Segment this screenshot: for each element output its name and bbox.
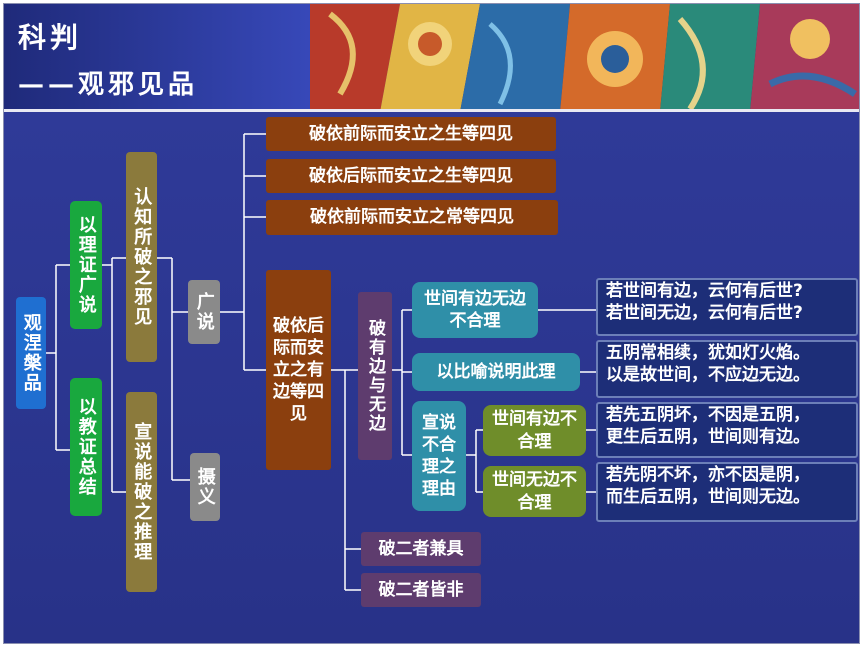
node-l5-1: 破二者兼具: [361, 532, 481, 566]
thangka-art-image: [310, 4, 859, 112]
node-l1-1: 以教证总结: [70, 378, 102, 516]
node-l3-0: 广说: [188, 280, 220, 344]
quote-box-2: 若先五阴坏，不因是五阴， 更生后五阴，世间则有边。: [596, 402, 858, 458]
node-l3-1: 摄义: [190, 453, 220, 521]
root-node: 观涅槃品: [16, 297, 46, 409]
node-l6-2: 宣说不合理之理由: [412, 401, 466, 511]
quote-line: 以是故世间，不应边无边。: [606, 365, 810, 386]
node-l6-1: 以比喻说明此理: [412, 353, 580, 391]
node-l5-0: 破有边与无边: [358, 292, 392, 460]
header-divider: [4, 109, 859, 112]
quote-line: 若先阴不坏，亦不因是阴，: [606, 465, 810, 485]
node-l4-3: 破依后际而安立之有边等四见: [266, 270, 331, 470]
quote-line: 若世间无边，云何有后世?: [606, 303, 803, 324]
node-l2-0: 认知所破之邪见: [126, 152, 157, 362]
node-l6-0: 世间有边无边不合理: [412, 282, 538, 338]
header-banner: 科判 ——观邪见品: [4, 4, 859, 112]
node-l4-0: 破依前际而安立之生等四见: [266, 117, 556, 151]
quote-line: 若世间有边，云何有后世?: [606, 281, 803, 301]
quote-line: 五阴常相续，犹如灯火焰。: [606, 343, 810, 363]
quote-line: 更生后五阴，世间则有边。: [606, 427, 810, 448]
slide-title: 科判: [18, 21, 83, 54]
node-l7-0: 世间有边不合理: [483, 405, 586, 456]
node-l2-1: 宣说能破之推理: [126, 392, 157, 592]
node-l7-1: 世间无边不合理: [483, 466, 586, 517]
quote-line: 若先五阴坏，不因是五阴，: [606, 405, 810, 425]
node-l1-0: 以理证广说: [70, 201, 102, 329]
quote-box-1: 五阴常相续，犹如灯火焰。 以是故世间，不应边无边。: [596, 340, 858, 398]
quote-box-0: 若世间有边，云何有后世? 若世间无边，云何有后世?: [596, 278, 858, 336]
node-l4-1: 破依后际而安立之生等四见: [266, 159, 556, 193]
node-l5-2: 破二者皆非: [361, 573, 481, 607]
node-l4-2: 破依前际而安立之常等四见: [266, 200, 558, 235]
slide-subtitle: ——观邪见品: [18, 70, 199, 100]
quote-line: 而生后五阴，世间则无边。: [606, 487, 810, 508]
quote-box-3: 若先阴不坏，亦不因是阴， 而生后五阴，世间则无边。: [596, 462, 858, 522]
